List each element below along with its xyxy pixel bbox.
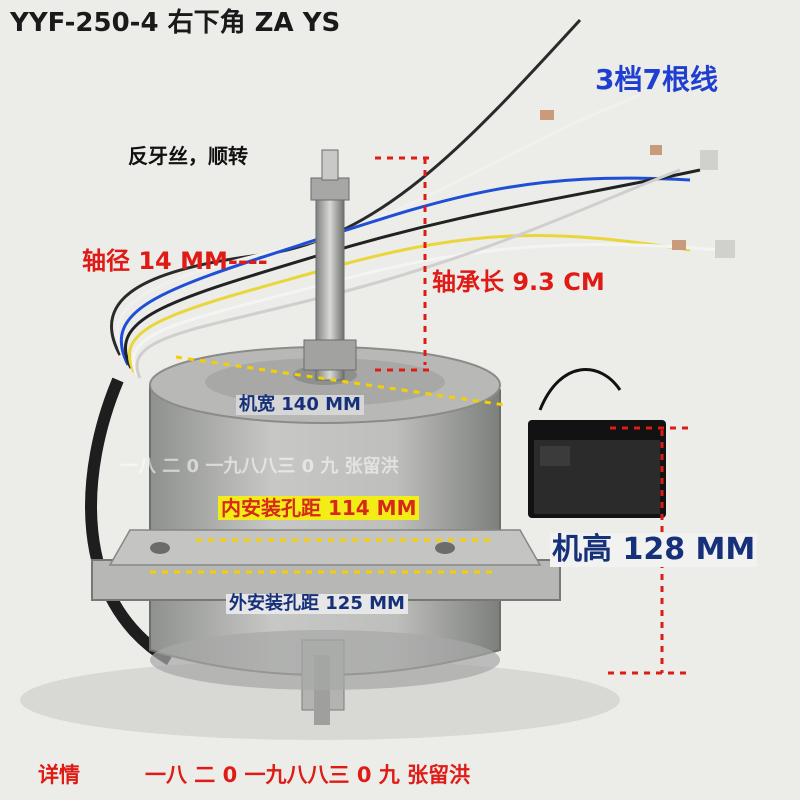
machine-width-label: 机宽 140 MM bbox=[236, 395, 364, 415]
wire-count-label: 3档7根线 bbox=[595, 63, 718, 96]
bearing-length-label: 轴承长 9.3 CM bbox=[432, 268, 605, 296]
motor-shaft bbox=[303, 149, 357, 381]
wire-terminals bbox=[540, 110, 735, 258]
detail-number: 一八 二 0 一九八八三 0 九 张留洪 bbox=[145, 763, 471, 787]
inner-hole-distance-label: 内安装孔距 114 MM bbox=[218, 496, 420, 520]
wire-bundle bbox=[85, 18, 721, 666]
machine-height-label: 机高 128 MM bbox=[550, 532, 758, 567]
product-title: YYF-250-4 右下角 ZA YS bbox=[10, 8, 341, 38]
detail-label: 详情 bbox=[38, 763, 80, 787]
thread-note: 反牙丝，顺转 bbox=[128, 144, 248, 168]
outer-hole-distance-label: 外安装孔距 125 MM bbox=[226, 594, 408, 614]
watermark-text: 一八 二 0 一九八八三 0 九 张留洪 bbox=[120, 456, 399, 477]
shaft-diameter-label: 轴径 14 MM---- bbox=[82, 247, 268, 275]
capacitor bbox=[528, 368, 666, 518]
dimension-lines bbox=[150, 156, 690, 675]
